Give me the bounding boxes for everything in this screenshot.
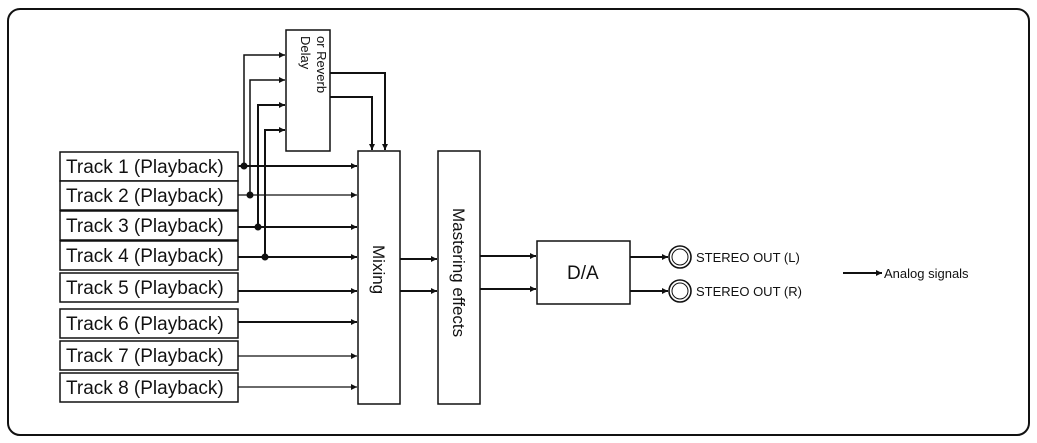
track-8: Track 8 (Playback) (59, 372, 239, 403)
effect-label-line2: or Reverb (314, 36, 329, 93)
da-block: D/A (536, 240, 631, 305)
effect-block: Delay or Reverb (285, 29, 331, 152)
track-7-label: Track 7 (Playback) (66, 346, 224, 367)
track-1-label: Track 1 (Playback) (66, 157, 224, 178)
track-4: Track 4 (Playback) (59, 240, 239, 271)
track-3: Track 3 (Playback) (59, 210, 239, 241)
track-3-label: Track 3 (Playback) (66, 216, 224, 237)
track-8-label: Track 8 (Playback) (66, 378, 224, 399)
track-2: Track 2 (Playback) (59, 180, 239, 211)
effect-send-lines (240, 52, 285, 261)
track-7: Track 7 (Playback) (59, 340, 239, 371)
track-4-label: Track 4 (Playback) (66, 246, 224, 267)
mixing-block: Mixing (357, 150, 401, 405)
da-label: D/A (567, 263, 599, 284)
stereo-out-right: STEREO OUT (R) (668, 279, 802, 303)
track-to-mixing-lines (238, 163, 357, 390)
effect-label-line1: Delay (298, 36, 313, 70)
mastering-label: Mastering effects (449, 208, 468, 337)
mix-master-lines (400, 253, 536, 294)
track-2-label: Track 2 (Playback) (66, 186, 224, 207)
analog-signals: Analog signals (843, 266, 969, 281)
track-list: Track 1 (Playback) Track 2 (Playback) Tr… (59, 151, 239, 403)
stereo-out-right-label: STEREO OUT (R) (696, 284, 802, 299)
analog-label: Analog signals (884, 266, 969, 281)
diagram-frame (7, 8, 1030, 436)
track-1: Track 1 (Playback) (59, 151, 239, 182)
track-5-label: Track 5 (Playback) (66, 278, 224, 299)
stereo-out-left: STEREO OUT (L) (668, 245, 800, 269)
track-6-label: Track 6 (Playback) (66, 314, 224, 335)
stereo-out-left-label: STEREO OUT (L) (696, 250, 800, 265)
mastering-block: Mastering effects (437, 150, 481, 405)
track-6: Track 6 (Playback) (59, 308, 239, 339)
track-5: Track 5 (Playback) (59, 272, 239, 303)
da-to-output-lines (630, 254, 668, 294)
effect-return-lines (330, 72, 388, 150)
mixing-label: Mixing (369, 245, 388, 294)
